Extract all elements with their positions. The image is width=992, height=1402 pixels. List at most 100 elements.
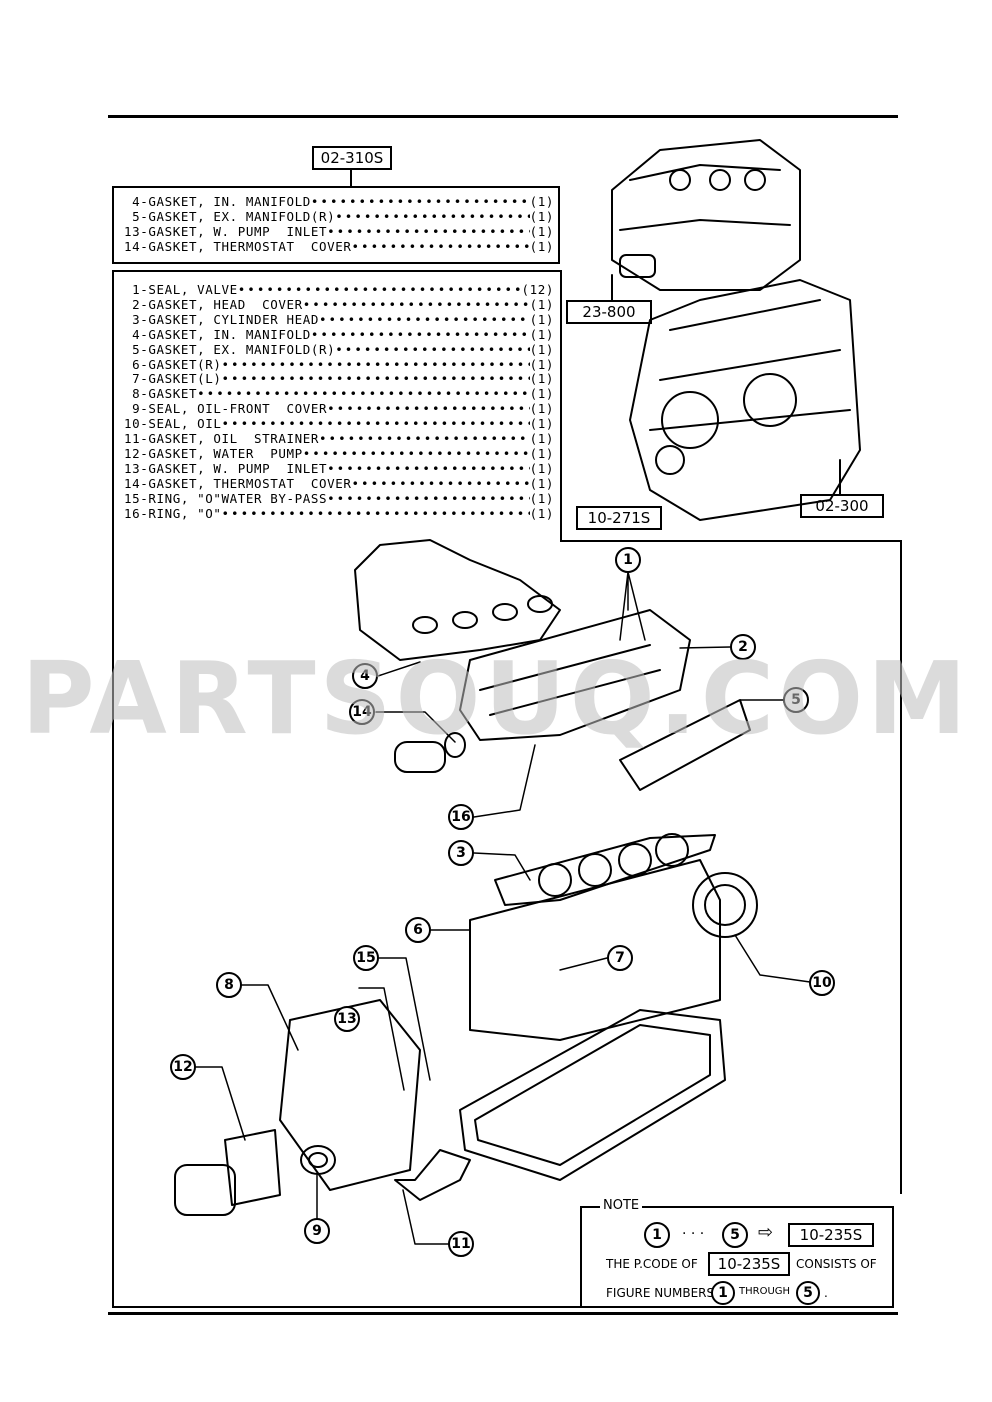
engine-block-illustration (611, 139, 801, 301)
callout-6: 6 (405, 917, 431, 943)
kit-parts-list: 1-SEAL, VALVE ••••••••••••••••••••••••••… (124, 282, 554, 522)
rear-oil-seal-illustration (692, 872, 758, 938)
part-row: 5-GASKET, EX. MANIFOLD(R) ••••••••••••••… (124, 208, 554, 225)
thermostat-illustration (394, 732, 466, 773)
dot-leader: ••••••••••••••••••••••••••••••••••••••••… (327, 461, 529, 476)
note-line2-to: 5 (796, 1281, 820, 1305)
callout-7: 7 (607, 945, 633, 971)
dot-leader: ••••••••••••••••••••••••••••••••••••••••… (351, 476, 530, 491)
part-description: 8-GASKET (124, 386, 198, 402)
part-row: 9-SEAL, OIL-FRONT COVER ••••••••••••••••… (124, 401, 554, 417)
note-callout-to: 5 (722, 1222, 748, 1248)
header-leader (350, 168, 352, 186)
dot-leader: ••••••••••••••••••••••••••••••••••••••••… (302, 297, 530, 312)
kit-list-frame (112, 270, 560, 1308)
part-quantity: (1) (529, 296, 554, 312)
oil-strainer-illustration (394, 1149, 471, 1201)
intake-manifold-illustration (354, 539, 561, 661)
dot-leader: ••••••••••••••••••••••••••••••••••••••••… (327, 224, 529, 239)
water-pump-illustration (174, 1129, 281, 1216)
part-quantity: (1) (529, 341, 554, 357)
callout-13: 13 (334, 1006, 360, 1032)
dot-leader: ••••••••••••••••••••••••••••••••••••••••… (310, 195, 530, 209)
part-row: 4-GASKET, IN. MANIFOLD •••••••••••••••••… (124, 326, 554, 343)
dot-leader: ••••••••••••••••••••••••••••••••••••••••… (351, 239, 530, 254)
part-description: 2-GASKET, HEAD COVER (124, 296, 303, 312)
callout-12: 12 (170, 1054, 196, 1080)
part-quantity: (1) (529, 401, 554, 417)
note-code-box: 10-235S (788, 1223, 874, 1247)
part-description: 11-GASKET, OIL STRAINER (124, 431, 320, 447)
lower-block-illustration (469, 859, 721, 1041)
exhaust-manifold-gasket-illustration (619, 699, 751, 791)
callout-5: 5 (783, 687, 809, 713)
part-quantity: (1) (529, 445, 554, 461)
note-arrow: ⇨ (758, 1222, 774, 1243)
note-title: NOTE (600, 1198, 643, 1213)
part-quantity: (1) (529, 431, 554, 447)
kit-frame-right-lower (900, 540, 902, 1194)
part-row: 16-RING, "O" •••••••••••••••••••••••••••… (124, 505, 554, 522)
callout-9: 9 (304, 1218, 330, 1244)
block-code-box: 23-800 (566, 300, 652, 324)
part-description: 15-RING, "O"WATER BY-PASS (124, 490, 328, 506)
note-line1-code: 10-235S (708, 1252, 790, 1276)
part-description: 5-GASKET, EX. MANIFOLD(R) (124, 341, 336, 357)
part-row: 12-GASKET, WATER PUMP ••••••••••••••••••… (124, 445, 554, 462)
part-row: 2-GASKET, HEAD COVER •••••••••••••••••••… (124, 296, 554, 313)
part-quantity: (1) (529, 505, 554, 521)
part-description: 7-GASKET(L) (124, 371, 222, 387)
part-quantity: (1) (529, 194, 554, 209)
header-parts-list: 4-GASKET, IN. MANIFOLD •••••••••••••••••… (124, 194, 554, 255)
part-row: 6-GASKET(R) ••••••••••••••••••••••••••••… (124, 357, 554, 373)
callout-11: 11 (448, 1231, 474, 1257)
callout-14: 14 (349, 699, 375, 725)
part-description: 4-GASKET, IN. MANIFOLD (124, 194, 311, 209)
note-range-dots: · · · (682, 1226, 705, 1242)
callout-1: 1 (615, 547, 641, 573)
note-callout-from: 1 (644, 1222, 670, 1248)
dot-leader: ••••••••••••••••••••••••••••••••••••••••… (221, 372, 530, 387)
callout-8: 8 (216, 972, 242, 998)
header-code-box: 02-310S (312, 146, 392, 170)
note-box (580, 1206, 894, 1308)
part-row: 13-GASKET, W. PUMP INLET •••••••••••••••… (124, 223, 554, 240)
note-line2-pre: FIGURE NUMBERS (606, 1286, 715, 1300)
dot-leader: ••••••••••••••••••••••••••••••••••••••••… (319, 312, 530, 327)
callout-2: 2 (730, 634, 756, 660)
part-description: 13-GASKET, W. PUMP INLET (124, 460, 328, 476)
part-quantity: (1) (529, 371, 554, 387)
part-row: 4-GASKET, IN. MANIFOLD •••••••••••••••••… (124, 194, 554, 210)
part-description: 3-GASKET, CYLINDER HEAD (124, 311, 320, 327)
dot-leader: ••••••••••••••••••••••••••••••••••••••••… (335, 209, 529, 224)
part-description: 12-GASKET, WATER PUMP (124, 445, 303, 461)
part-quantity: (1) (529, 416, 554, 432)
dot-leader: ••••••••••••••••••••••••••••••••••••••••… (221, 506, 530, 521)
part-description: 4-GASKET, IN. MANIFOLD (124, 326, 311, 342)
part-quantity: (1) (529, 475, 554, 491)
front-oil-seal-illustration (300, 1145, 336, 1175)
part-quantity: (1) (529, 208, 554, 224)
part-description: 1-SEAL, VALVE (124, 282, 238, 297)
part-quantity: (12) (521, 282, 554, 297)
dot-leader: ••••••••••••••••••••••••••••••••••••••••… (319, 432, 530, 447)
part-quantity: (1) (529, 223, 554, 239)
part-quantity: (1) (529, 326, 554, 342)
dot-leader: ••••••••••••••••••••••••••••••••••••••••… (302, 446, 530, 461)
note-line1-pre: THE P.CODE OF (606, 1257, 698, 1271)
part-row: 7-GASKET(L) ••••••••••••••••••••••••••••… (124, 372, 554, 387)
dot-leader: ••••••••••••••••••••••••••••••••••••••••… (221, 357, 530, 372)
note-line2-from: 1 (711, 1281, 735, 1305)
part-row: 1-SEAL, VALVE ••••••••••••••••••••••••••… (124, 282, 554, 298)
part-row: 15-RING, "O"WATER BY-PASS ••••••••••••••… (124, 490, 554, 507)
part-row: 5-GASKET, EX. MANIFOLD(R) ••••••••••••••… (124, 341, 554, 358)
part-description: 14-GASKET, THERMOSTAT COVER (124, 238, 352, 254)
note-line2-end: . (824, 1286, 828, 1300)
note-line1-post: CONSISTS OF (796, 1257, 877, 1271)
kit-frame-step (560, 540, 902, 542)
callout-15: 15 (353, 945, 379, 971)
dot-leader: ••••••••••••••••••••••••••••••••••••••••… (327, 491, 529, 506)
part-row: 14-GASKET, THERMOSTAT COVER ••••••••••••… (124, 475, 554, 492)
leader-lines (195, 571, 811, 1245)
